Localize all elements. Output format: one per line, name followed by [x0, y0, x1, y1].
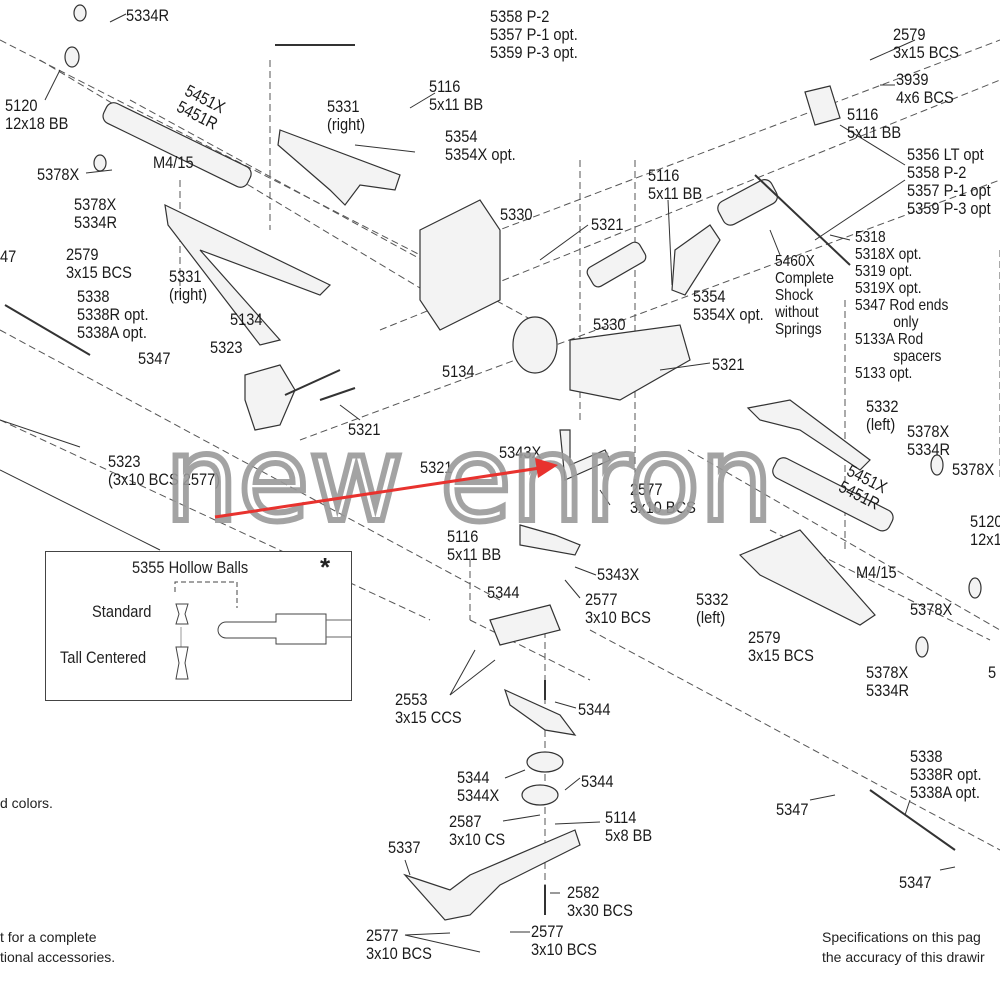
part-label: 5114 5x8 BB	[605, 808, 653, 845]
part-label: 5323	[210, 338, 243, 357]
hollow-balls-title: 5355 Hollow Balls	[132, 558, 249, 577]
part-label: 3939 4x6 BCS	[896, 70, 954, 107]
asterisk-icon: *	[320, 552, 331, 582]
part-label: 5358 P-2 5357 P-1 opt. 5359 P-3 opt.	[490, 7, 578, 62]
part-label: 5331 (right)	[169, 267, 208, 304]
part-label: 5134	[230, 310, 263, 329]
part-label: 5378X 5334R	[74, 195, 118, 232]
part-label: M4/15	[856, 563, 897, 582]
part-label: 5460X Complete Shock without Springs	[775, 253, 834, 338]
part-label: 5347	[138, 349, 171, 368]
part-label: 2579 3x15 BCS	[748, 628, 814, 665]
part-label: 5343X	[499, 443, 542, 462]
part-label: 5378X 5334R	[866, 663, 910, 700]
standard-label: Standard	[92, 602, 152, 621]
part-label: 2587 3x10 CS	[449, 812, 506, 849]
part-label: 5321	[420, 458, 453, 477]
standard-ball-icon	[175, 603, 189, 625]
part-label: 5330	[500, 205, 533, 224]
part-label: 5116 5x11 BB	[648, 166, 703, 203]
part-label: 2579 3x15 BCS	[893, 25, 959, 62]
part-label: 2582 3x30 BCS	[567, 883, 633, 920]
part-label: 5120 12x1	[970, 512, 1000, 549]
part-label: 5378X	[952, 460, 995, 479]
part-label: 5330	[593, 315, 626, 334]
part-label: 5116 5x11 BB	[847, 105, 902, 142]
part-label: 2577 3x10 BCS	[531, 922, 597, 959]
part-label: 5321	[591, 215, 624, 234]
part-label: 5344 5344X	[457, 768, 500, 805]
part-label: 5323 (3x10 BCS 2577)	[108, 452, 221, 489]
tall-centered-label: Tall Centered	[60, 648, 147, 667]
part-label: 5338 5338R opt. 5338A opt.	[77, 287, 149, 342]
part-label: 2577 3x10 BCS	[585, 590, 651, 627]
part-label: 5337	[388, 838, 421, 857]
part-label: 5344	[578, 700, 611, 719]
part-label: 5321	[348, 420, 381, 439]
part-label: 5354 5354X opt.	[445, 127, 516, 164]
part-label: 5116 5x11 BB	[429, 77, 484, 114]
leader-lines	[44, 13, 956, 953]
tall-ball-icon	[175, 646, 189, 680]
part-label: 5334R	[126, 6, 170, 25]
note-specifications: Specifications on this pag the accuracy …	[822, 929, 985, 965]
part-label: 2579 3x15 BCS	[66, 245, 132, 282]
part-label: M4/15	[153, 153, 194, 172]
hollow-ball-drawing	[174, 581, 351, 680]
part-label: 5321	[712, 355, 745, 374]
part-label: 5378X	[37, 165, 80, 184]
note-colors: d colors.	[0, 795, 53, 811]
part-label: 47	[0, 247, 17, 266]
part-label: 5343X	[597, 565, 640, 584]
parts-outlines	[64, 4, 982, 921]
part-label: 5332 (left)	[696, 590, 729, 627]
part-label: 5347	[776, 800, 809, 819]
part-label: 2553 3x15 CCS	[395, 690, 462, 727]
rod-end-icon	[217, 613, 327, 645]
part-label: 5120 12x18 BB	[5, 96, 69, 133]
part-label: 2577 3x10 BCS	[366, 926, 432, 963]
part-label: 5318 5318X opt. 5319 opt. 5319X opt. 534…	[855, 229, 949, 382]
part-label: 5344	[487, 583, 520, 602]
part-label: 5347	[899, 873, 932, 892]
shafts	[4, 44, 956, 915]
part-label: 5332 (left)	[866, 397, 899, 434]
note-complete: t for a complete tional accessories.	[0, 929, 116, 965]
part-label: 5338 5338R opt. 5338A opt.	[910, 747, 982, 802]
part-label: 5	[988, 663, 997, 682]
part-label: 5356 LT opt 5358 P-2 5357 P-1 opt 5359 P…	[907, 145, 991, 218]
part-label: 5116 5x11 BB	[447, 527, 502, 564]
part-label: 5331 (right)	[327, 97, 366, 134]
hollow-balls-box: 5355 Hollow Balls * Standard Tall Center…	[45, 551, 352, 701]
part-label: 5354 5354X opt.	[693, 287, 764, 324]
part-label: 5378X 5334R	[907, 422, 951, 459]
part-label: 5344	[581, 772, 614, 791]
part-label: 2577 3x10 BCS	[630, 480, 696, 517]
part-label: 5134	[442, 362, 475, 381]
part-label: 5378X	[910, 600, 953, 619]
